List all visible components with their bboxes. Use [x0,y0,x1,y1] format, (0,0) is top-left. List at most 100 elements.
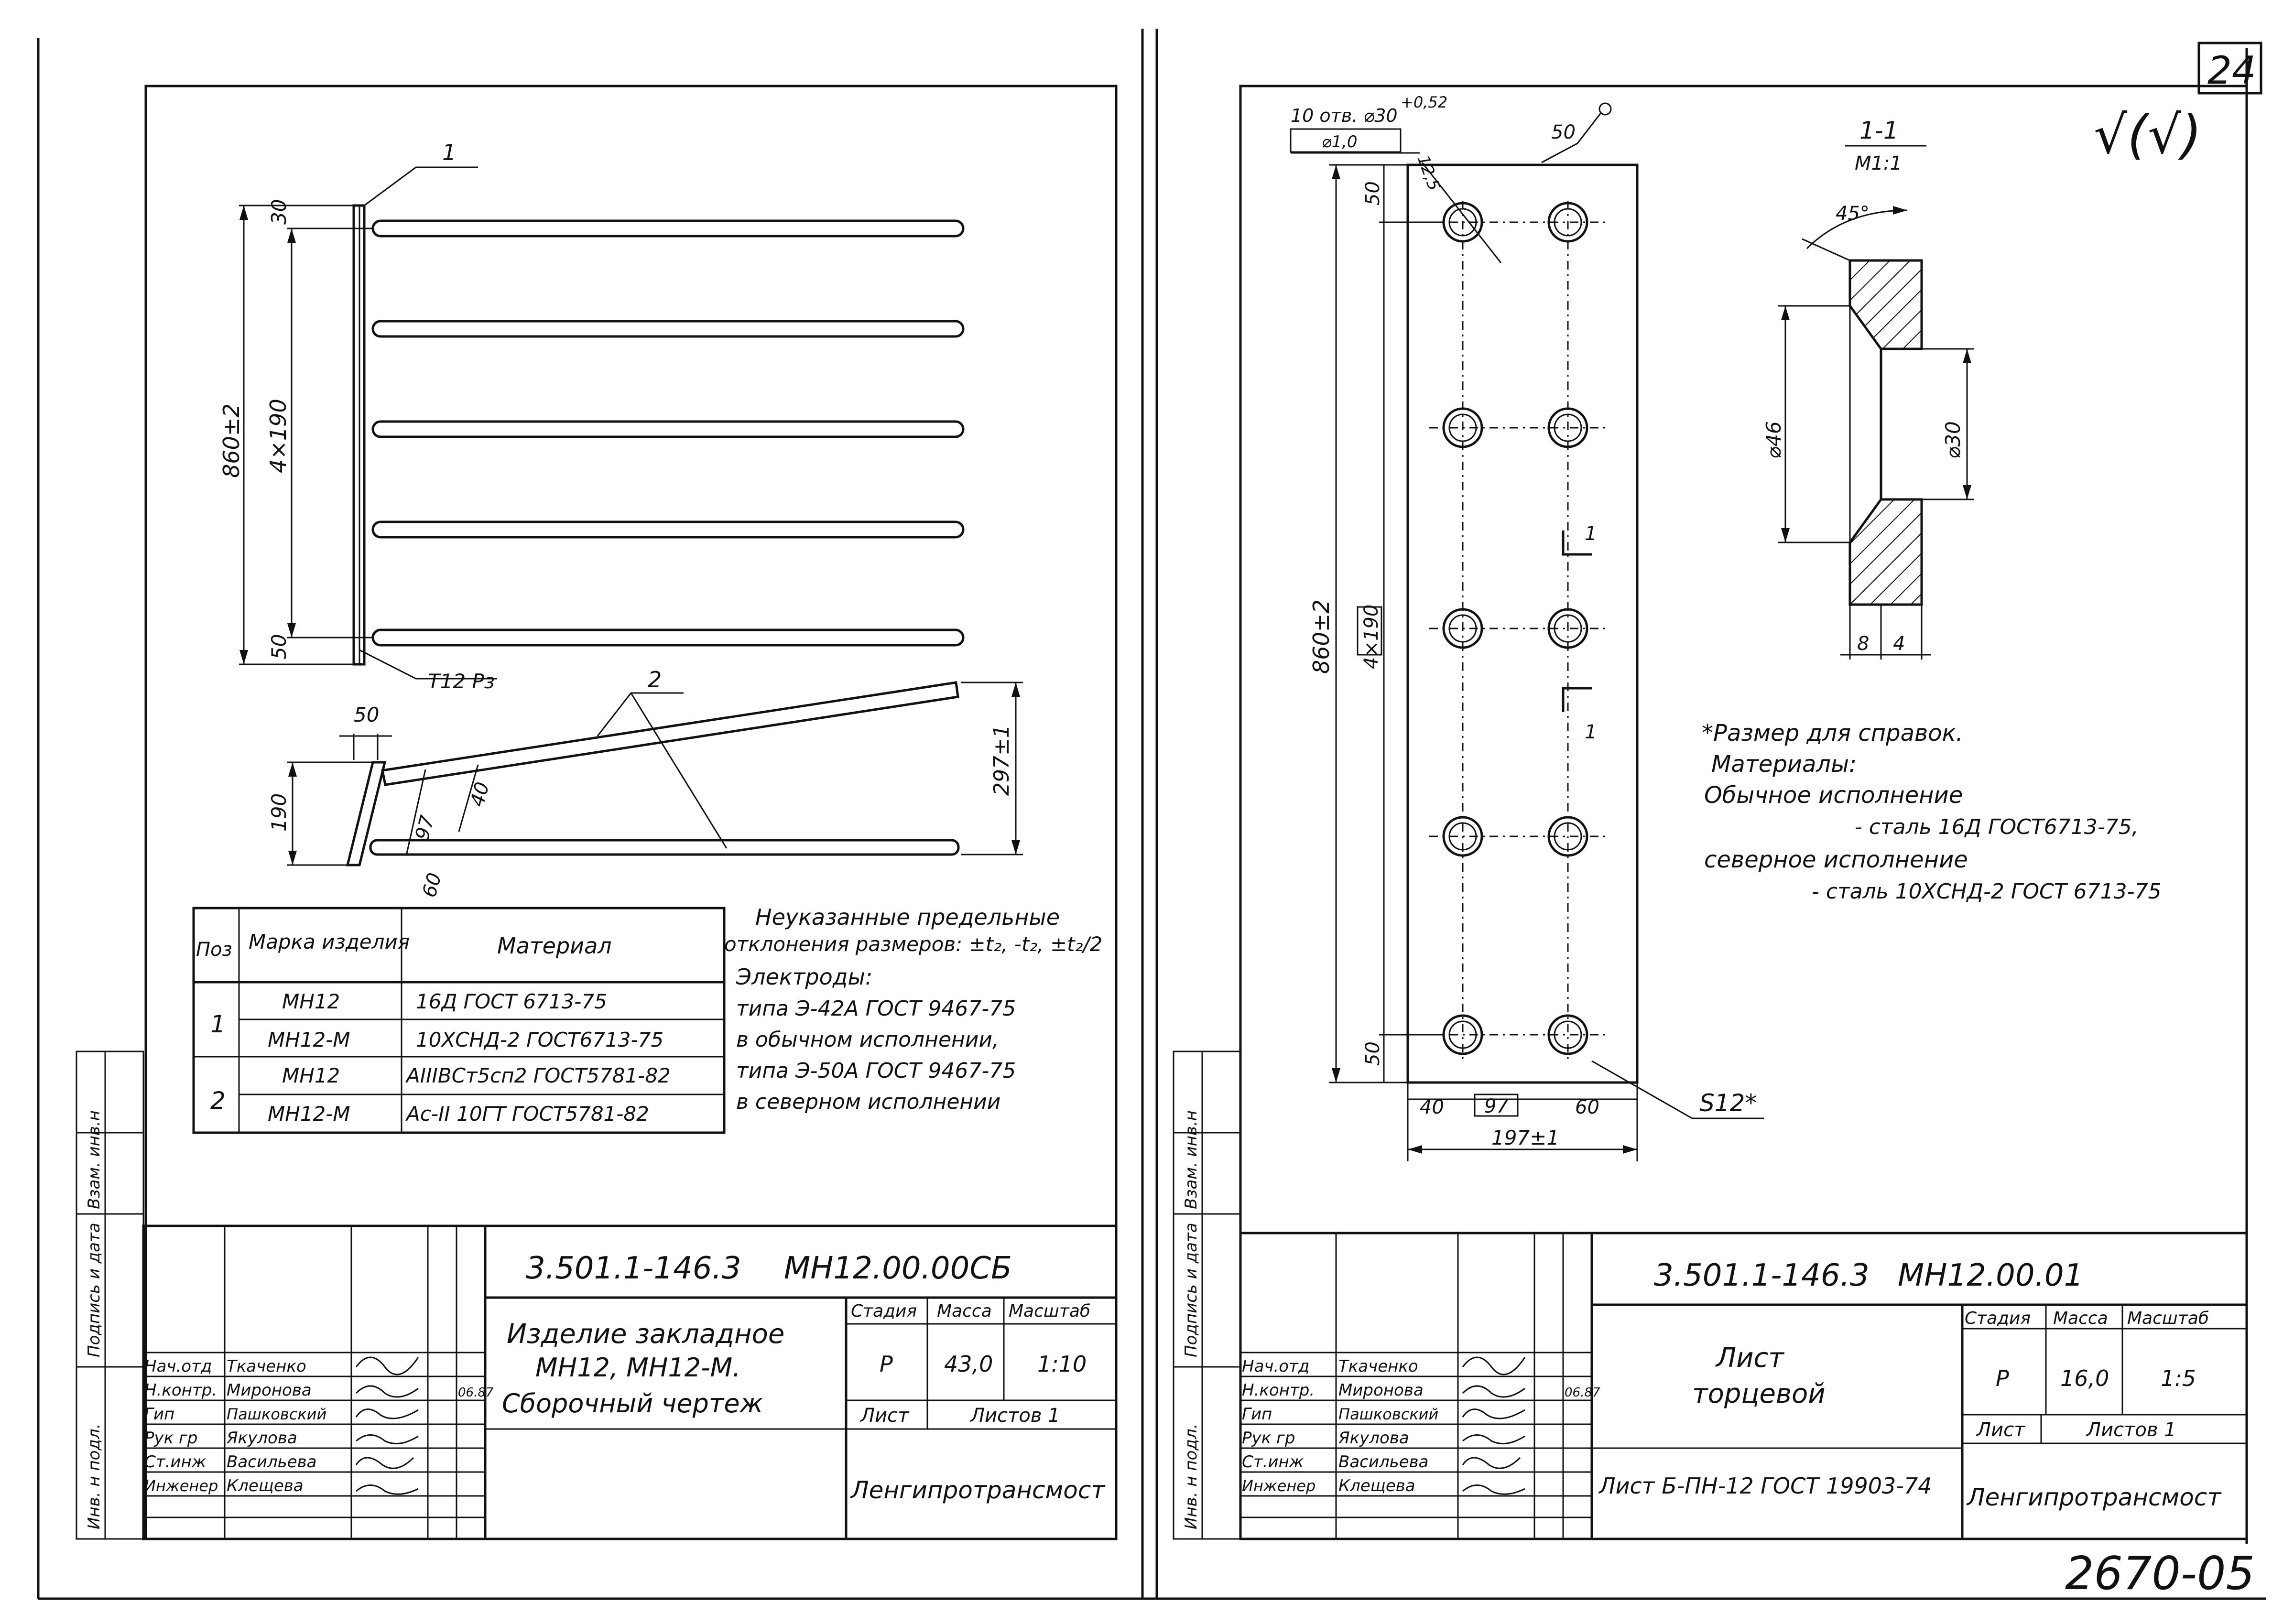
name: Пашковский [1338,1405,1438,1423]
note-line: Материалы: [1711,751,1857,778]
doc-title: Изделие закладное [507,1319,784,1350]
dim-bottom-50: 50 [1362,1041,1384,1066]
label-scale: Масштаб [2127,1309,2209,1328]
doc-mark: МН12.00.00СБ [784,1251,1012,1286]
hole [1547,202,1588,243]
note-line: в северном исполнении [736,1090,1000,1114]
dim-thickness: S12* [1699,1089,1757,1117]
signatures [1462,1356,1526,1495]
row-material: 10ХСНД-2 ГОСТ6713-75 [416,1028,663,1051]
signatures [355,1356,419,1495]
name: Миронова [227,1381,312,1400]
section-d30: ⌀30 [1941,421,1965,459]
row-mark: МН12 [282,990,340,1013]
section-w4: 4 [1893,633,1905,655]
name: Пашковский [227,1405,326,1423]
value-stage: Р [880,1351,893,1377]
note-line: - сталь 16Д ГОСТ6713-75, [1855,815,2139,839]
stamp-inv-podl: Инв. н подл. [1182,1424,1201,1529]
dim-297: 297±1 [989,725,1014,796]
value-mass: 16,0 [2060,1365,2109,1391]
doc-mark: МН12.00.01 [1898,1258,2083,1293]
note-line: отклонения размеров: ±t₂, -t₂, ±t₂/2 [724,932,1102,956]
dim-4x190: 4×190 [265,399,291,473]
rod [371,219,965,238]
stamp-signature-date: Подпись и дата [1182,1223,1201,1357]
doc-code: 3.501.1-146.3 [526,1251,741,1286]
role: Рук гр [1242,1429,1295,1448]
dim-197: 197±1 [1491,1126,1559,1149]
row-material: 16Д ГОСТ 6713-75 [416,990,607,1013]
dim-60: 60 [1575,1096,1599,1118]
note-line: типа Э-42А ГОСТ 9467-75 [736,996,1016,1021]
left-title-block: 3.501.1-146.3 МН12.00.00СБ Изделие закла… [142,1224,1118,1540]
value-scale: 1:5 [2161,1365,2196,1391]
stamp-vzam-inv: Взам. инв.н [85,1110,104,1209]
role: Ст.инж [1242,1452,1304,1472]
dim-97: 97 [1484,1095,1509,1117]
dim-top-50: 50 [1362,181,1384,206]
doc-title: Лист [1715,1343,1784,1374]
row-pos: 1 [210,1010,226,1038]
table-header-material: Материал [497,933,612,959]
doc-title: Сборочный чертеж [502,1388,763,1418]
role: Инженер [1242,1477,1316,1495]
note-line: типа Э-50А ГОСТ 9467-75 [736,1059,1016,1083]
note-line: Электроды: [736,964,872,990]
name: Ткаченко [227,1357,306,1376]
role: Гип [144,1405,174,1424]
stamp-inv-podl: Инв. н подл. [85,1424,104,1529]
note-line: Обычное исполнение [1704,782,1963,809]
table-header-pos: Поз [196,939,232,961]
value-scale: 1:10 [1037,1351,1087,1377]
date: 06.87 [1565,1386,1600,1400]
section-mark: 1 [1585,523,1597,545]
hole-pos-tol: ⌀1,0 [1322,132,1358,152]
note-line: Неуказанные предельные [755,904,1060,930]
stamp-vzam-inv: Взам. инв.н [1182,1110,1201,1209]
dim-4x190: 4×190 [1360,605,1382,669]
note-line: в обычном исполнении, [736,1028,999,1052]
section-title: 1-1 [1859,117,1899,144]
plate-view: 10 отв. ⌀30 +0,52 ⌀1,0 12,5 50 50 860±2 … [1290,93,1764,1161]
section-mark: 1 [1585,721,1597,743]
rod [371,628,965,647]
name: Якулова [1338,1429,1409,1448]
roughness-mark: √(√) [2094,104,2202,165]
stamp-signature-date: Подпись и дата [85,1223,104,1357]
row-mark: МН12 [282,1064,340,1087]
date: 06.87 [458,1386,494,1400]
label-sheet: Лист [1976,1419,2026,1441]
section-w8: 8 [1857,633,1869,655]
hole-note: 10 отв. ⌀30 [1291,105,1398,126]
material-spec: Лист Б-ПН-12 ГОСТ 19903-74 [1598,1473,1932,1499]
doc-code: 3.501.1-146.3 [1654,1258,1870,1293]
dim-190: 190 [267,793,291,832]
dim-860: 860±2 [218,403,244,478]
left-notes: Неуказанные предельные отклонения размер… [724,904,1102,1114]
hole [1442,407,1483,448]
row-pos: 2 [210,1087,226,1115]
rod [371,520,965,539]
value-stage: Р [1996,1365,2009,1391]
role: Н.контр. [1242,1381,1315,1400]
role: Ст.инж [144,1452,207,1472]
rod [371,420,965,438]
hole [1547,407,1588,448]
section-1-1: 1-1 М1:1 ⌀46 ⌀30 45° 8 4 [1762,117,1974,660]
callout-pos-2: 2 [648,667,662,693]
weld-note: Т12 Рз [428,670,495,693]
section-d46: ⌀46 [1762,421,1785,459]
dim-860: 860±2 [1308,599,1334,674]
left-sheet: Инв. н подл. Подпись и дата Взам. инв.н … [76,85,1118,1540]
name: Васильева [227,1452,317,1472]
role: Гип [1242,1405,1272,1424]
role: Нач.отд [1242,1357,1309,1376]
label-stage: Стадия [1965,1309,2031,1328]
dim-40: 40 [466,780,494,809]
row-mark: МН12-М [268,1102,350,1126]
label-sheets: Листов 1 [969,1405,1060,1427]
plan-view: 30 860±2 4×190 50 1 Т12 Рз [218,140,965,693]
org-name: Ленгипротрансмост [1966,1483,2222,1511]
